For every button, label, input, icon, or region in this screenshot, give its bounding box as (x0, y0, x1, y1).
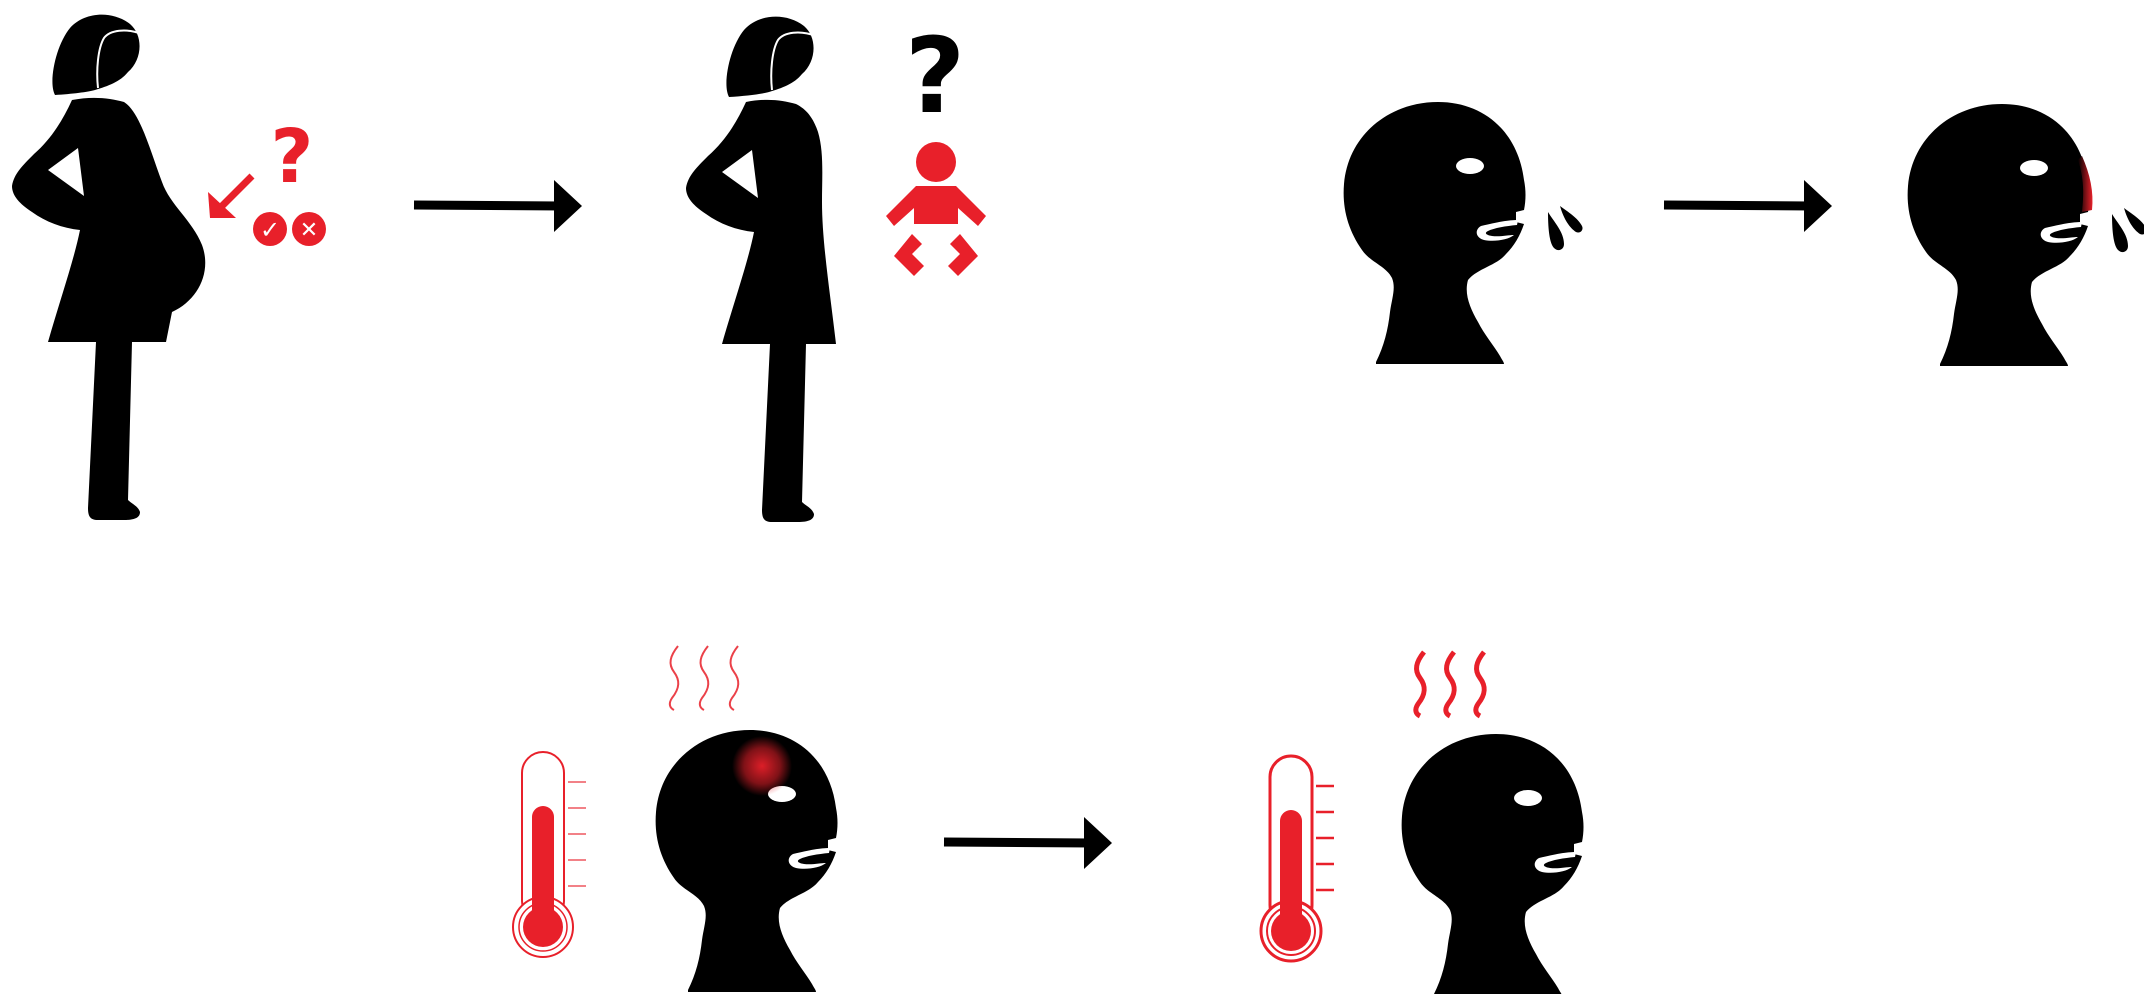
thermometer-full-icon (1261, 756, 1334, 961)
pregnant-woman-icon (12, 15, 205, 520)
svg-text:✓: ✓ (260, 216, 280, 244)
heat-waves-light-icon (670, 646, 738, 710)
right-arrow-icon (944, 817, 1112, 869)
cross-circle-icon: ✕ (292, 212, 326, 246)
sneezing-head-icon (1344, 102, 1526, 364)
baby-question-icon-group: ? (886, 15, 986, 276)
heat-waves-full-icon (1416, 652, 1484, 716)
check-circle-icon: ✓ (253, 212, 287, 246)
right-arrow-icon (414, 180, 582, 232)
fever-head-light-icon (656, 730, 838, 992)
svg-text:✕: ✕ (300, 218, 318, 243)
decision-icon-group: ? ✓ ✕ (208, 114, 326, 246)
postpartum-woman-icon (686, 17, 836, 522)
right-arrow-icon (1664, 180, 1832, 232)
sneezing-head-red-nose-icon (1908, 104, 2093, 366)
down-left-arrow-icon (208, 176, 252, 218)
baby-icon (886, 142, 986, 276)
droplets-icon (2112, 208, 2144, 252)
forehead-heat-glow-icon (732, 736, 792, 796)
thermometer-light-icon (513, 752, 586, 957)
droplets-icon (1548, 206, 1583, 250)
question-mark-icon: ? (271, 114, 314, 200)
fever-head-full-icon (1402, 734, 1584, 994)
question-mark-icon: ? (905, 15, 965, 137)
